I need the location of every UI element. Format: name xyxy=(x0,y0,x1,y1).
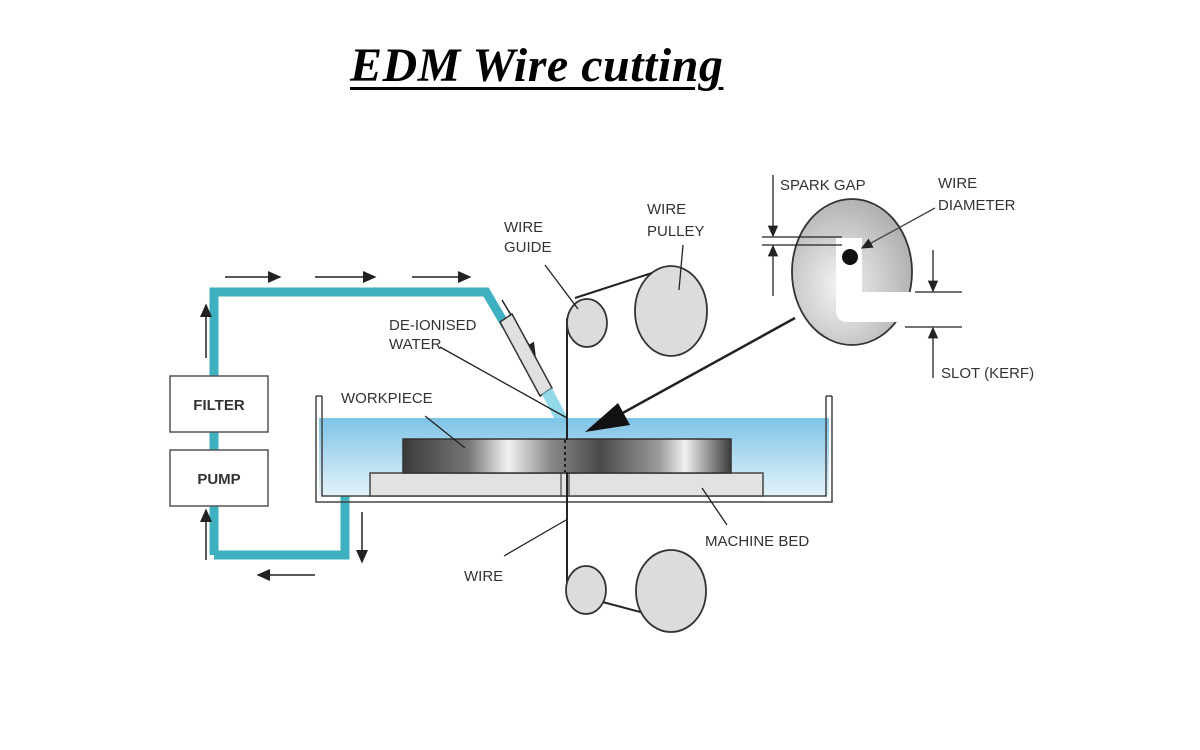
spark-gap-label: SPARK GAP xyxy=(780,177,866,194)
detail-pointer-arrow xyxy=(585,316,796,432)
wire-guide-label-2: GUIDE xyxy=(504,239,552,256)
wire-leader xyxy=(503,519,567,557)
wire-pulley-leader xyxy=(678,244,684,291)
lower-wire-pulley xyxy=(635,549,707,633)
lower-wire-guide xyxy=(565,565,607,615)
machine-bed-label: MACHINE BED xyxy=(705,533,809,550)
wire-guide-leader xyxy=(544,264,579,310)
wire-pulley-label-2: PULLEY xyxy=(647,223,705,240)
wire-label: WIRE xyxy=(464,568,503,585)
wire-diameter-label-1: WIRE xyxy=(938,175,977,192)
upper-wire-guide xyxy=(566,298,608,348)
kerf-detail-disc xyxy=(791,198,913,346)
wire-diameter-pointer xyxy=(860,207,936,249)
filter-box: FILTER xyxy=(169,375,269,433)
wire-guide-label-1: WIRE xyxy=(504,219,543,236)
pump-box: PUMP xyxy=(169,449,269,507)
leader-lines xyxy=(424,244,728,557)
deionised-water-label-1: DE-IONISED xyxy=(389,317,477,334)
diagram-title: EDM Wire cutting xyxy=(350,39,724,92)
machine-bed-leader xyxy=(701,487,728,526)
workpiece xyxy=(402,438,732,474)
pump-label: PUMP xyxy=(197,471,240,488)
workpiece-leader xyxy=(424,415,466,449)
deionised-water-label-2: WATER xyxy=(389,336,442,353)
slot-kerf-label: SLOT (KERF) xyxy=(941,365,1034,382)
wire-pulley-label-1: WIRE xyxy=(647,201,686,218)
wire-diameter-label-2: DIAMETER xyxy=(938,197,1016,214)
filter-label: FILTER xyxy=(193,397,245,414)
spark-gap-dimension xyxy=(762,175,842,296)
workpiece-label: WORKPIECE xyxy=(341,390,433,407)
slot-kerf-dimension xyxy=(905,250,962,378)
deionised-water-leader xyxy=(439,346,568,419)
wire-cross-section xyxy=(842,249,858,265)
upper-wire-pulley xyxy=(634,265,708,357)
